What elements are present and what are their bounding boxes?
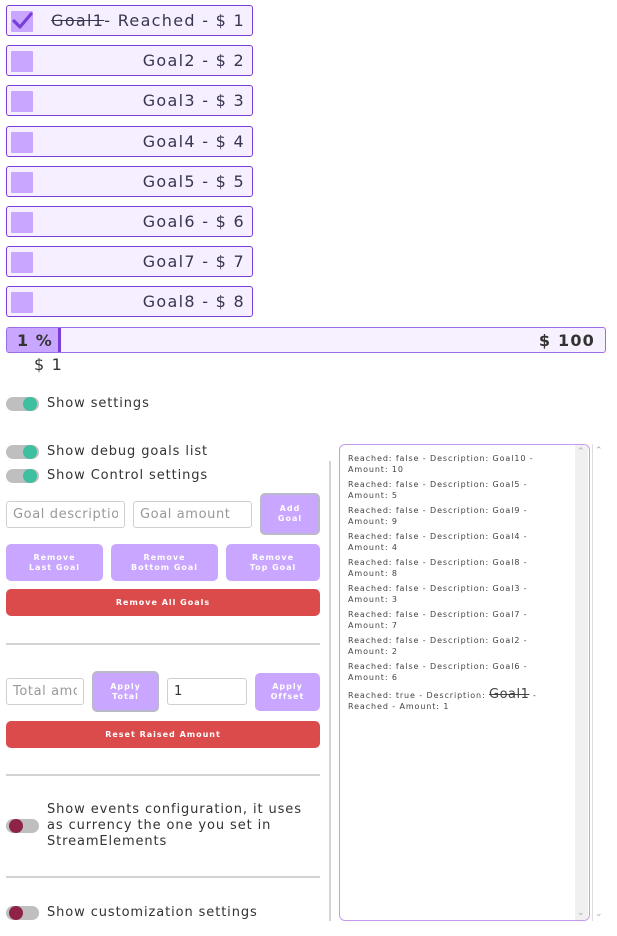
outer-scrollbar[interactable]: ⌃ ⌄: [592, 444, 606, 921]
goal-checkbox[interactable]: [11, 51, 33, 73]
debug-entry: Reached: false - Description: Goal9 - Am…: [348, 506, 528, 526]
reset-raised-amount-button[interactable]: Reset Raised Amount: [6, 721, 320, 748]
goal-description-input[interactable]: [6, 501, 125, 528]
goal-item[interactable]: Goal5 - $ 5: [6, 165, 253, 197]
show-customization-toggle[interactable]: [6, 906, 39, 920]
goal-label: Goal7 - $ 7: [142, 252, 245, 272]
debug-entry: Reached: false - Description: Goal10 - A…: [348, 454, 534, 474]
debug-entry: Reached: false - Description: Goal4 - Am…: [348, 532, 528, 552]
divider: [6, 774, 320, 776]
remove-all-goals-button[interactable]: Remove All Goals: [6, 589, 320, 616]
debug-entry: Reached: false - Description: Goal6 - Am…: [348, 662, 528, 682]
debug-entry: Reached: false - Description: Goal7 - Am…: [348, 610, 528, 630]
debug-entry: Reached: false - Description: Goal2 - Am…: [348, 636, 528, 656]
progress-fill: [7, 328, 61, 352]
show-debug-row[interactable]: Show debug goals list: [6, 444, 208, 460]
goal-checkbox[interactable]: [11, 131, 33, 153]
debug-entry: Reached: false - Description: Goal3 - Am…: [348, 584, 528, 604]
goal-checkbox[interactable]: [11, 91, 33, 113]
goal-amount-input[interactable]: [133, 501, 252, 528]
goal-checkbox[interactable]: [11, 292, 33, 314]
column-separator: [329, 461, 331, 921]
show-events-label: Show events configuration, it uses as cu…: [47, 802, 302, 849]
goal-label: Goal8 - $ 8: [142, 292, 245, 312]
goal-label: Goal3 - $ 3: [142, 91, 245, 111]
checkmark-icon: [12, 12, 33, 29]
remove-top-goal-button[interactable]: Remove Top Goal: [226, 544, 320, 581]
debug-scrollbar[interactable]: ⌃ ⌄: [575, 445, 588, 920]
goal-item[interactable]: Goal6 - $ 6: [6, 206, 253, 237]
apply-total-button[interactable]: Apply Total: [92, 671, 159, 712]
goal-label: Goal6 - $ 6: [142, 212, 245, 231]
show-control-toggle[interactable]: [6, 469, 39, 483]
goal-item[interactable]: Goal4 - $ 4: [6, 125, 253, 157]
show-control-row[interactable]: Show Control settings: [6, 468, 208, 484]
goal-label-strike: Goal1: [51, 11, 105, 30]
show-events-toggle[interactable]: [6, 819, 39, 833]
goal-item[interactable]: Goal3 - $ 3: [6, 85, 253, 117]
goal-item[interactable]: Goal8 - $ 8: [6, 286, 253, 318]
goal-item[interactable]: Goal1- Reached - $ 1: [6, 5, 253, 36]
show-control-label: Show Control settings: [47, 468, 209, 483]
debug-entry: Reached: false - Description: Goal5 - Am…: [348, 480, 528, 500]
divider: [6, 876, 320, 878]
add-goal-button[interactable]: Add Goal: [260, 493, 320, 535]
outer-scroll-up-icon[interactable]: ⌃: [595, 446, 603, 456]
goal-label: Goal2 - $ 2: [142, 51, 245, 71]
goal-checkbox[interactable]: [11, 212, 33, 233]
goal-checkbox[interactable]: [11, 252, 33, 274]
goal-label: Goal4 - $ 4: [142, 131, 245, 151]
debug-entry: Reached: true - Description: Goal1 - Rea…: [348, 687, 537, 711]
apply-offset-button[interactable]: Apply Offset: [255, 673, 320, 711]
goal-checkbox[interactable]: [11, 171, 33, 193]
debug-entry: Reached: false - Description: Goal8 - Am…: [348, 558, 528, 578]
total-amount-input[interactable]: [6, 678, 84, 705]
progress-bar: 1 % $ 100: [6, 327, 606, 353]
show-settings-toggle[interactable]: [6, 397, 39, 411]
offset-input[interactable]: [167, 678, 247, 705]
show-settings-row[interactable]: Show settings: [6, 396, 150, 412]
show-customization-row[interactable]: Show customization settings: [6, 905, 258, 921]
show-events-row[interactable]: Show events configuration, it uses as cu…: [6, 802, 326, 850]
raised-amount: $ 1: [34, 355, 64, 374]
debug-entries: Reached: false - Description: Goal10 - A…: [340, 445, 589, 712]
remove-last-goal-button[interactable]: Remove Last Goal: [6, 544, 103, 581]
show-customization-label: Show customization settings: [47, 905, 258, 920]
goal-label: Goal1- Reached - $ 1: [51, 11, 245, 30]
scroll-down-icon[interactable]: ⌄: [577, 908, 585, 918]
divider: [6, 643, 320, 645]
goal-label: Goal5 - $ 5: [142, 171, 245, 191]
show-debug-label: Show debug goals list: [47, 444, 209, 459]
show-debug-toggle[interactable]: [6, 445, 39, 459]
scroll-up-icon[interactable]: ⌃: [577, 447, 585, 457]
goal-checkbox[interactable]: [11, 11, 33, 32]
show-settings-label: Show settings: [47, 396, 150, 411]
debug-goals-list[interactable]: Reached: false - Description: Goal10 - A…: [339, 444, 590, 921]
progress-percent: 1 %: [17, 331, 53, 350]
outer-scroll-down-icon[interactable]: ⌄: [595, 909, 603, 919]
goal-item[interactable]: Goal7 - $ 7: [6, 246, 253, 278]
remove-bottom-goal-button[interactable]: Remove Bottom Goal: [111, 544, 218, 581]
goal-item[interactable]: Goal2 - $ 2: [6, 45, 253, 77]
progress-target: $ 100: [538, 331, 595, 350]
